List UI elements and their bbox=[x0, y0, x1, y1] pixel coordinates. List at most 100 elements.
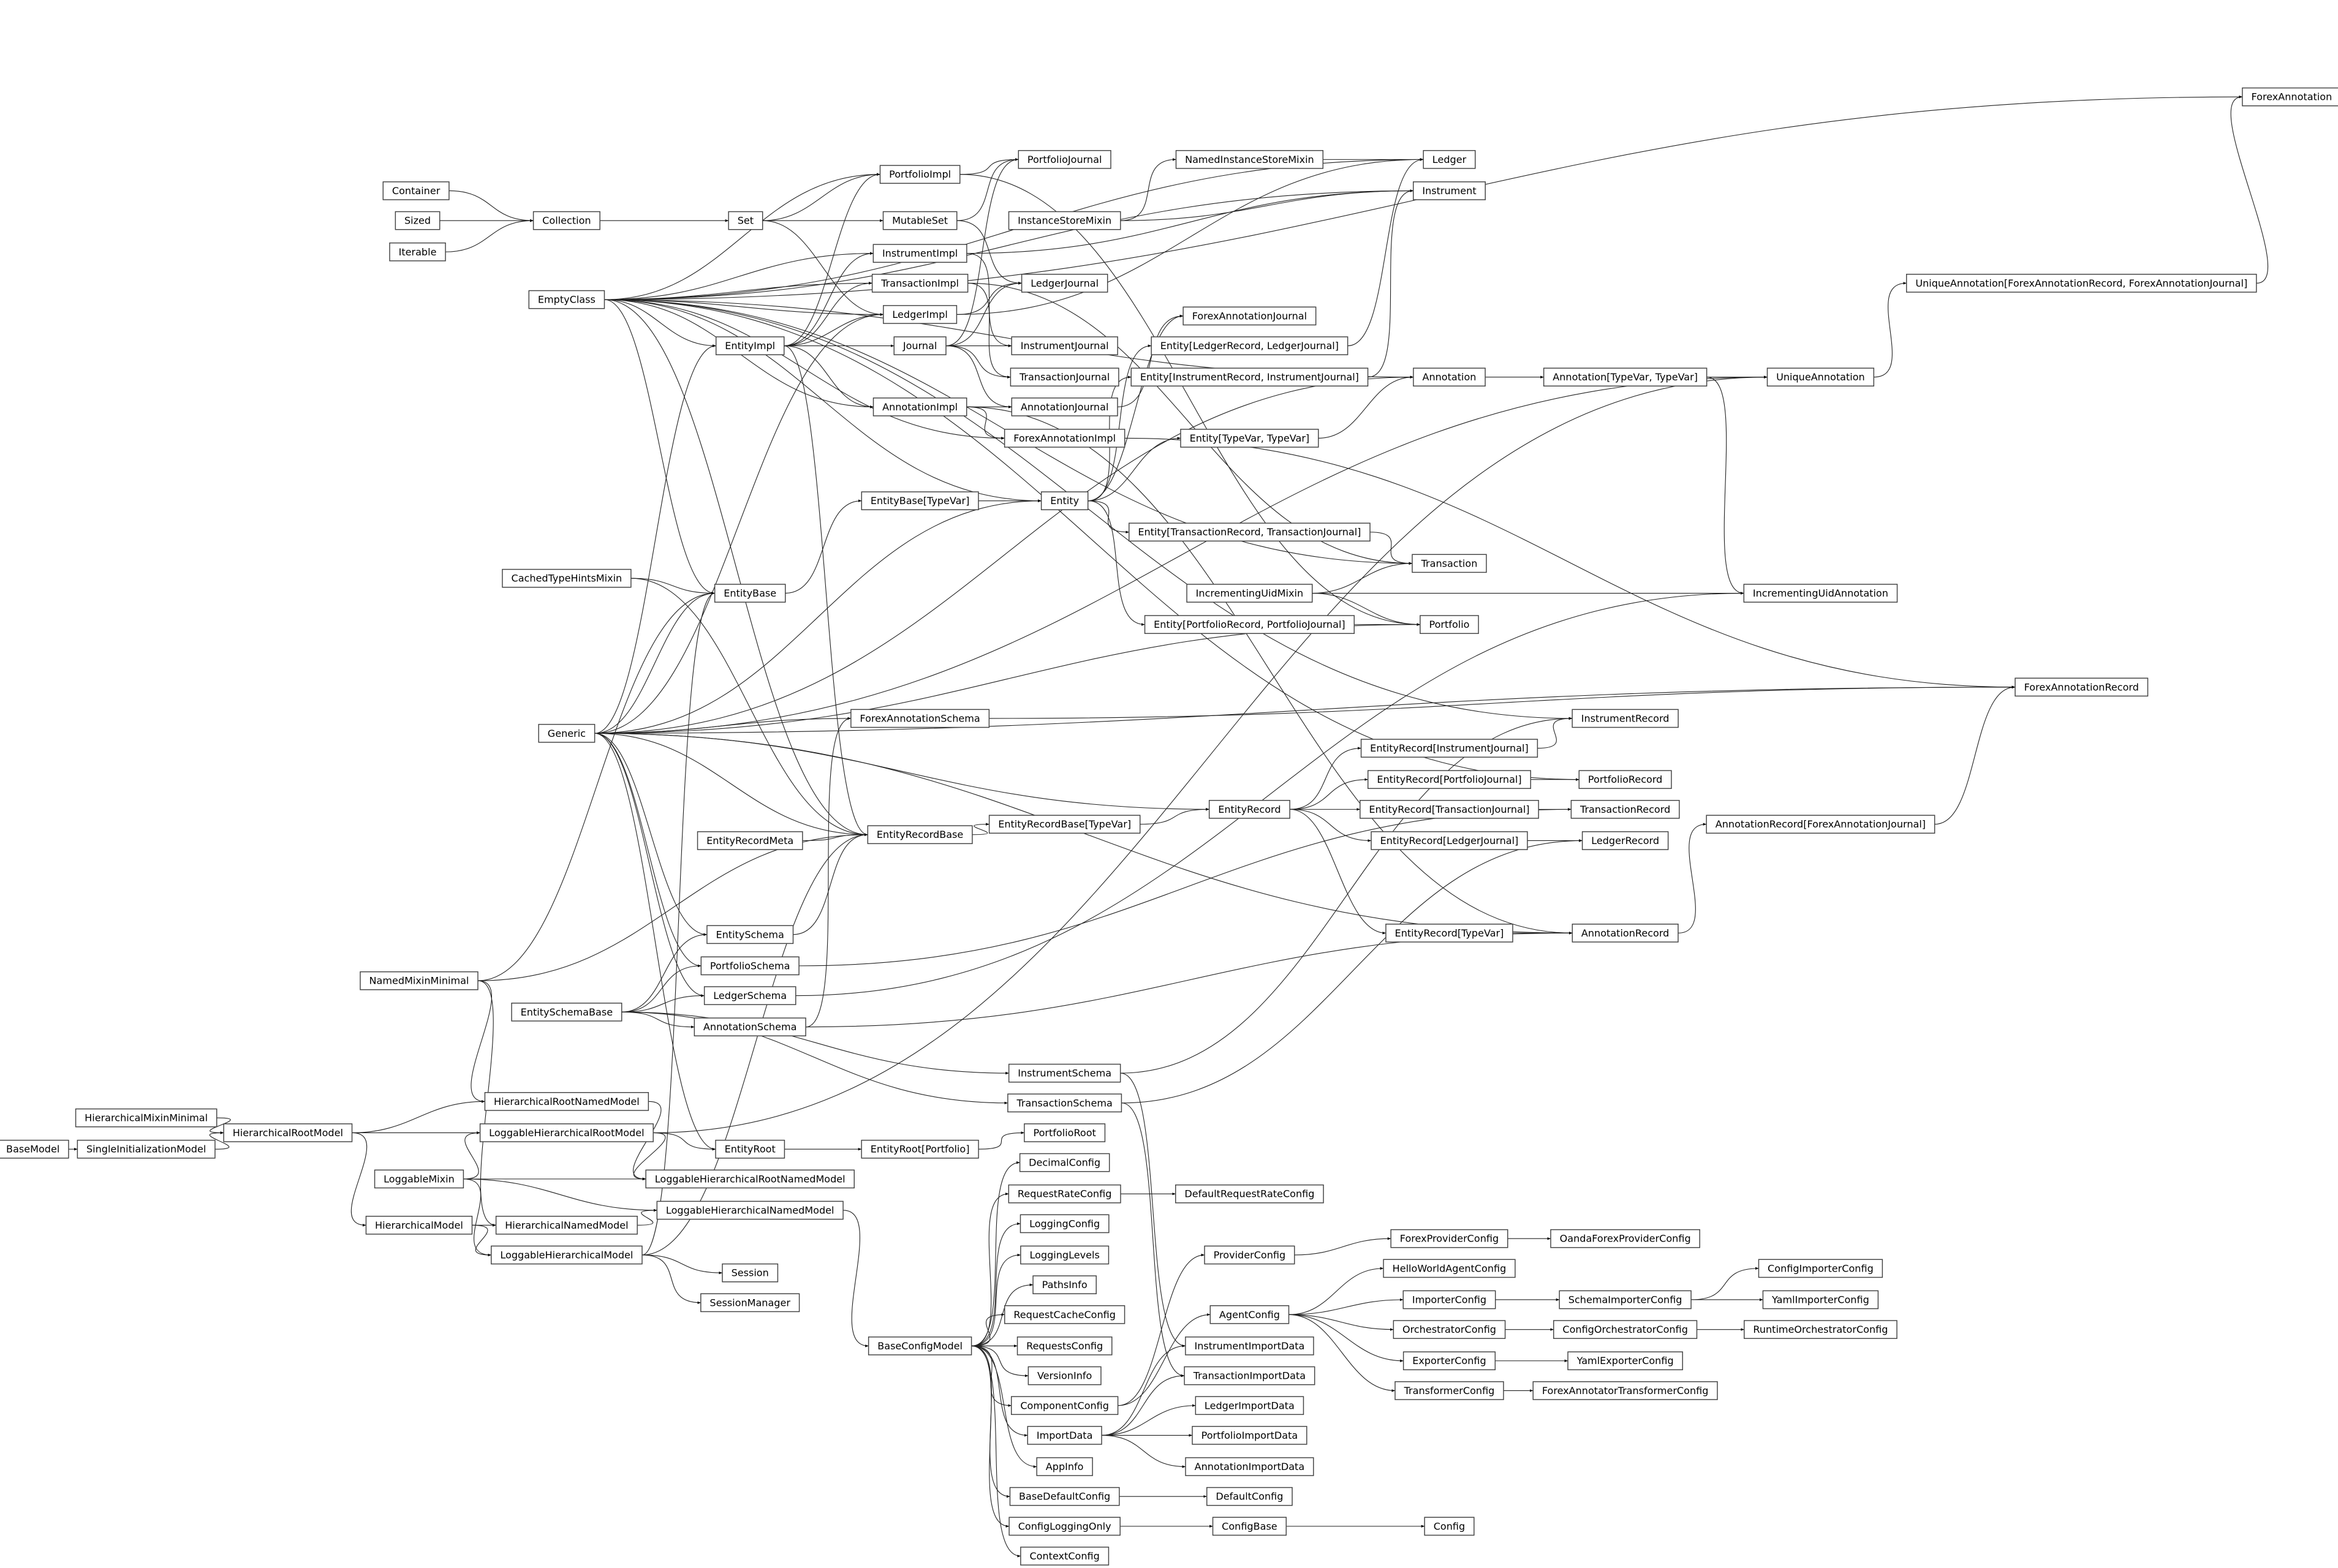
class-node-portfolioimpl[interactable]: PortfolioImpl bbox=[879, 165, 961, 184]
class-node-oandaforexproviderconfig[interactable]: OandaForexProviderConfig bbox=[1550, 1229, 1700, 1248]
class-node-transactionschema[interactable]: TransactionSchema bbox=[1007, 1093, 1122, 1113]
class-node-iterable[interactable]: Iterable bbox=[389, 242, 446, 262]
class-node-entityrecord-transactionjournal[interactable]: EntityRecord[TransactionJournal] bbox=[1360, 800, 1539, 819]
class-node-set[interactable]: Set bbox=[728, 211, 763, 230]
class-node-transformerconfig[interactable]: TransformerConfig bbox=[1394, 1381, 1504, 1400]
class-node-configimporterconfig[interactable]: ConfigImporterConfig bbox=[1758, 1259, 1883, 1278]
class-node-incrementinguidmixin[interactable]: IncrementingUidMixin bbox=[1186, 584, 1313, 603]
class-node-loggablehierarchicalmodel[interactable]: LoggableHierarchicalModel bbox=[491, 1245, 643, 1265]
class-node-uniqueannotation-forexannotationrecord-forexannotationjournal[interactable]: UniqueAnnotation[ForexAnnotationRecord, … bbox=[1906, 274, 2257, 293]
class-node-portfolioimportdata[interactable]: PortfolioImportData bbox=[1192, 1426, 1307, 1445]
class-node-ledgerschema[interactable]: LedgerSchema bbox=[703, 986, 796, 1005]
class-node-forexannotationrecord[interactable]: ForexAnnotationRecord bbox=[2015, 677, 2149, 697]
class-node-portfolioschema[interactable]: PortfolioSchema bbox=[700, 956, 800, 976]
class-node-instrumentimpl[interactable]: InstrumentImpl bbox=[872, 244, 967, 263]
class-node-entityschemabase[interactable]: EntitySchemaBase bbox=[511, 1002, 622, 1022]
class-node-instrumentrecord[interactable]: InstrumentRecord bbox=[1572, 709, 1679, 728]
class-node-requestrateconfig[interactable]: RequestRateConfig bbox=[1008, 1184, 1121, 1204]
class-node-annotation[interactable]: Annotation bbox=[1413, 368, 1486, 386]
class-node-importdata[interactable]: ImportData bbox=[1027, 1426, 1102, 1445]
class-node-emptyclass[interactable]: EmptyClass bbox=[528, 290, 605, 309]
class-node-configloggingonly[interactable]: ConfigLoggingOnly bbox=[1008, 1517, 1121, 1536]
class-node-transactionjournal[interactable]: TransactionJournal bbox=[1010, 368, 1119, 386]
class-node-contextconfig[interactable]: ContextConfig bbox=[1020, 1547, 1110, 1566]
class-node-entityschema[interactable]: EntitySchema bbox=[706, 925, 794, 944]
class-node-uniqueannotation[interactable]: UniqueAnnotation bbox=[1766, 368, 1875, 386]
class-node-defaultrequestrateconfig[interactable]: DefaultRequestRateConfig bbox=[1175, 1184, 1324, 1204]
class-node-ledgerrecord[interactable]: LedgerRecord bbox=[1581, 831, 1669, 850]
class-node-annotationimportdata[interactable]: AnnotationImportData bbox=[1185, 1457, 1314, 1476]
class-node-forexproviderconfig[interactable]: ForexProviderConfig bbox=[1390, 1229, 1508, 1248]
class-node-forexannotation[interactable]: ForexAnnotation bbox=[2242, 87, 2338, 107]
class-node-collection[interactable]: Collection bbox=[532, 211, 600, 230]
class-node-logginglevels[interactable]: LoggingLevels bbox=[1020, 1245, 1110, 1265]
class-node-hierarchicalmodel[interactable]: HierarchicalModel bbox=[365, 1215, 473, 1235]
class-node-entityrecordbase[interactable]: EntityRecordBase bbox=[867, 825, 973, 845]
class-node-ledgerimportdata[interactable]: LedgerImportData bbox=[1195, 1396, 1304, 1415]
class-node-helloworldagentconfig[interactable]: HelloWorldAgentConfig bbox=[1383, 1259, 1516, 1278]
class-node-namedmixinminimal[interactable]: NamedMixinMinimal bbox=[360, 971, 479, 990]
class-node-schemaimporterconfig[interactable]: SchemaImporterConfig bbox=[1559, 1290, 1692, 1310]
class-node-ledger[interactable]: Ledger bbox=[1423, 150, 1476, 169]
class-node-loggingconfig[interactable]: LoggingConfig bbox=[1020, 1214, 1110, 1234]
class-node-transactionimportdata[interactable]: TransactionImportData bbox=[1184, 1366, 1315, 1385]
class-node-appinfo[interactable]: AppInfo bbox=[1036, 1457, 1093, 1476]
class-node-runtimeorchestratorconfig[interactable]: RuntimeOrchestratorConfig bbox=[1744, 1320, 1897, 1339]
class-node-requestsconfig[interactable]: RequestsConfig bbox=[1016, 1336, 1113, 1355]
class-node-sized[interactable]: Sized bbox=[395, 211, 441, 230]
class-node-entitybase[interactable]: EntityBase bbox=[714, 584, 786, 603]
class-node-ledgerjournal[interactable]: LedgerJournal bbox=[1021, 274, 1108, 293]
class-node-session[interactable]: Session bbox=[722, 1263, 779, 1283]
class-node-forexannotationjournal[interactable]: ForexAnnotationJournal bbox=[1182, 306, 1317, 326]
class-node-transactionrecord[interactable]: TransactionRecord bbox=[1570, 800, 1680, 819]
class-node-entityrecord-ledgerjournal[interactable]: EntityRecord[LedgerJournal] bbox=[1371, 831, 1528, 850]
class-node-annotation-typevar-typevar[interactable]: Annotation[TypeVar, TypeVar] bbox=[1543, 368, 1708, 386]
class-node-orchestratorconfig[interactable]: OrchestratorConfig bbox=[1393, 1320, 1506, 1339]
class-node-forexannotatortransformerconfig[interactable]: ForexAnnotatorTransformerConfig bbox=[1532, 1381, 1718, 1400]
class-node-namedinstancestoremixin[interactable]: NamedInstanceStoreMixin bbox=[1175, 150, 1324, 169]
class-node-entity-instrumentrecord-instrumentjournal[interactable]: Entity[InstrumentRecord, InstrumentJourn… bbox=[1130, 368, 1369, 386]
class-node-journal[interactable]: Journal bbox=[893, 336, 947, 355]
class-node-entity[interactable]: Entity bbox=[1040, 491, 1089, 510]
class-node-instrumentimportdata[interactable]: InstrumentImportData bbox=[1185, 1336, 1314, 1355]
class-node-entity-typevar-typevar[interactable]: Entity[TypeVar, TypeVar] bbox=[1180, 429, 1319, 448]
class-node-importerconfig[interactable]: ImporterConfig bbox=[1402, 1290, 1496, 1310]
class-node-componentconfig[interactable]: ComponentConfig bbox=[1010, 1396, 1119, 1415]
class-node-loggablehierarchicalnamedmodel[interactable]: LoggableHierarchicalNamedModel bbox=[656, 1200, 844, 1220]
class-node-configbase[interactable]: ConfigBase bbox=[1212, 1517, 1287, 1536]
class-node-entityrecord-typevar[interactable]: EntityRecord[TypeVar] bbox=[1385, 924, 1513, 943]
class-node-generic[interactable]: Generic bbox=[538, 723, 596, 743]
class-node-portfolio[interactable]: Portfolio bbox=[1420, 615, 1479, 634]
class-node-entityroot[interactable]: EntityRoot bbox=[715, 1139, 785, 1159]
class-node-annotationrecord[interactable]: AnnotationRecord bbox=[1572, 924, 1679, 943]
class-node-entity-ledgerrecord-ledgerjournal[interactable]: Entity[LedgerRecord, LedgerJournal] bbox=[1151, 336, 1349, 355]
class-node-forexannotationimpl[interactable]: ForexAnnotationImpl bbox=[1004, 429, 1125, 448]
class-node-baseconfigmodel[interactable]: BaseConfigModel bbox=[868, 1336, 972, 1355]
class-node-providerconfig[interactable]: ProviderConfig bbox=[1204, 1245, 1295, 1265]
class-node-defaultconfig[interactable]: DefaultConfig bbox=[1206, 1487, 1293, 1506]
class-node-agentconfig[interactable]: AgentConfig bbox=[1209, 1305, 1290, 1324]
class-node-instrumentjournal[interactable]: InstrumentJournal bbox=[1011, 336, 1118, 355]
class-node-loggablemixin[interactable]: LoggableMixin bbox=[374, 1169, 464, 1189]
class-node-container[interactable]: Container bbox=[382, 181, 450, 200]
class-node-loggablehierarchicalrootnamedmodel[interactable]: LoggableHierarchicalRootNamedModel bbox=[645, 1169, 855, 1189]
class-node-yamlimporterconfig[interactable]: YamlImporterConfig bbox=[1762, 1290, 1879, 1310]
class-node-hierarchicalmixinminimal[interactable]: HierarchicalMixinMinimal bbox=[75, 1108, 218, 1128]
class-node-entity-transactionrecord-transactionjournal[interactable]: Entity[TransactionRecord, TransactionJou… bbox=[1129, 522, 1371, 542]
class-node-hierarchicalrootmodel[interactable]: HierarchicalRootModel bbox=[223, 1123, 353, 1142]
class-node-yamlexporterconfig[interactable]: YamlExporterConfig bbox=[1567, 1351, 1683, 1371]
class-node-entityrecordmeta[interactable]: EntityRecordMeta bbox=[697, 831, 803, 850]
class-node-annotationjournal[interactable]: AnnotationJournal bbox=[1011, 398, 1118, 417]
class-node-portfoliojournal[interactable]: PortfolioJournal bbox=[1018, 150, 1111, 169]
class-node-ledgerimpl[interactable]: LedgerImpl bbox=[883, 305, 958, 324]
class-node-config[interactable]: Config bbox=[1424, 1517, 1475, 1536]
class-node-versioninfo[interactable]: VersionInfo bbox=[1027, 1366, 1102, 1385]
class-node-entityrecord-instrumentjournal[interactable]: EntityRecord[InstrumentJournal] bbox=[1360, 739, 1538, 758]
class-node-entityimpl[interactable]: EntityImpl bbox=[715, 336, 785, 355]
class-node-hierarchicalnamedmodel[interactable]: HierarchicalNamedModel bbox=[495, 1215, 638, 1235]
class-node-sessionmanager[interactable]: SessionManager bbox=[700, 1293, 800, 1313]
class-node-singleinitializationmodel[interactable]: SingleInitializationModel bbox=[77, 1139, 216, 1159]
class-node-pathsinfo[interactable]: PathsInfo bbox=[1032, 1275, 1097, 1294]
class-node-instancestoremixin[interactable]: InstanceStoreMixin bbox=[1008, 211, 1121, 230]
class-node-incrementinguidannotation[interactable]: IncrementingUidAnnotation bbox=[1743, 584, 1898, 603]
